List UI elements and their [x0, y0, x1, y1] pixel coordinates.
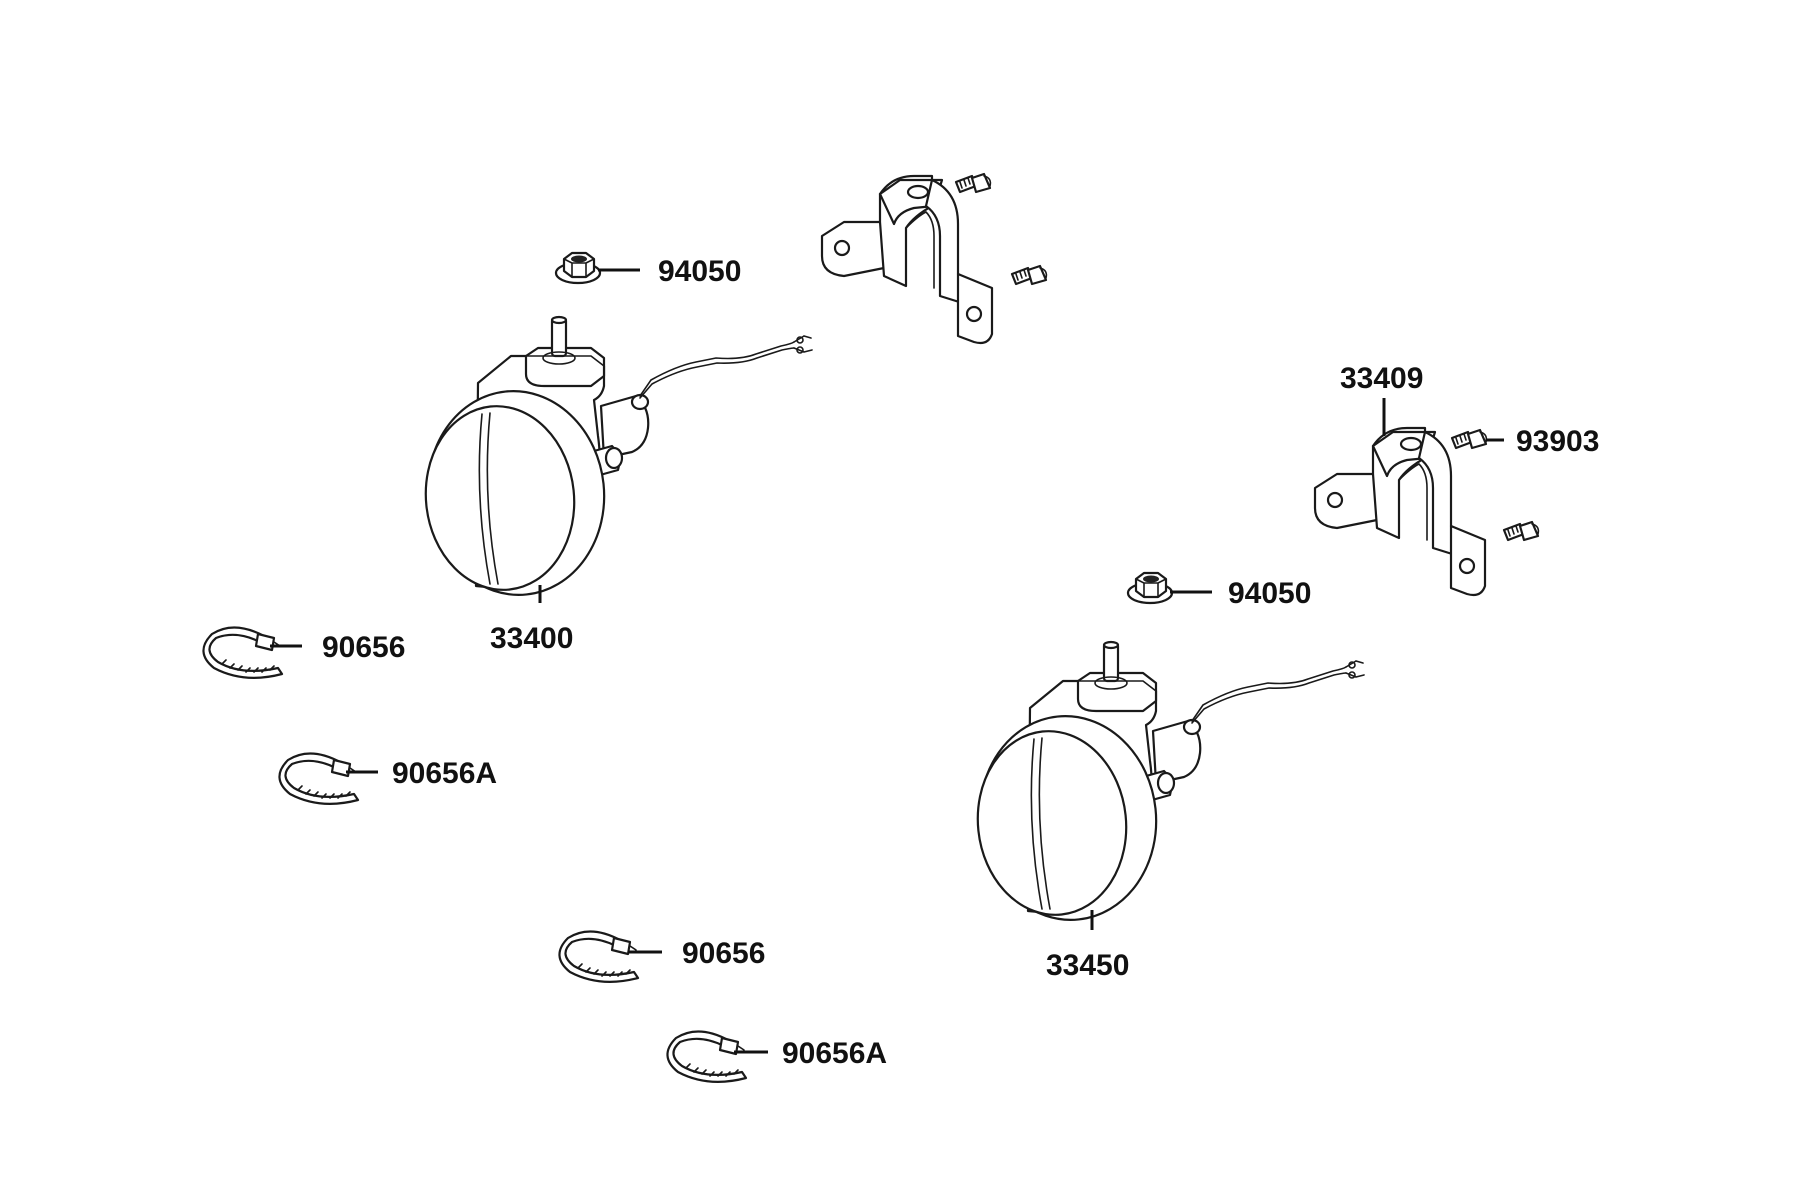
- callout-bracket-right: 33409: [1340, 362, 1423, 395]
- cable-tie-1: [202, 626, 284, 679]
- callout-bolt-right: 93903: [1516, 425, 1599, 458]
- flange-nut-left: [554, 251, 602, 285]
- bolt-upper-left-b: [1010, 264, 1048, 286]
- flange-nut-right: [1126, 571, 1174, 605]
- callout-nut-left: 94050: [658, 255, 741, 288]
- bolt-right-b: [1502, 520, 1540, 542]
- fog-lamp-left: [415, 315, 814, 605]
- cable-tie-1a: [278, 752, 360, 805]
- callout-tie-2a: 90656A: [782, 1037, 887, 1070]
- callout-tie-1a: 90656A: [392, 757, 497, 790]
- lamp-bracket-right: [1313, 426, 1487, 597]
- callout-tie-2: 90656: [682, 937, 765, 970]
- bolt-right-a: [1450, 428, 1488, 450]
- fog-lamp-right: [967, 640, 1366, 930]
- callout-lamp-left: 33400: [490, 622, 573, 655]
- lamp-bracket-left: [820, 174, 994, 345]
- callout-lamp-right: 33450: [1046, 949, 1129, 982]
- callout-nut-right: 94050: [1228, 577, 1311, 610]
- cable-tie-2a: [666, 1030, 748, 1083]
- callout-tie-1: 90656: [322, 631, 405, 664]
- bolt-upper-left-a: [954, 172, 992, 194]
- cable-tie-2: [558, 930, 640, 983]
